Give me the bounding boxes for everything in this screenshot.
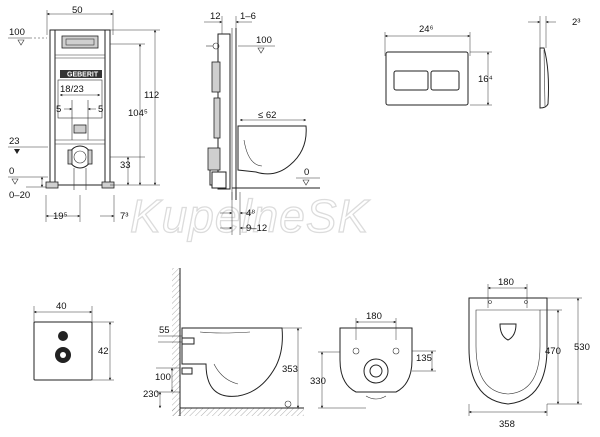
dim-level-23: 23 [9,136,20,147]
dim-top-470: 470 [545,346,561,357]
dim-bottom-7: 7³ [120,211,128,222]
watermark-text: KupelneSK [130,190,370,242]
dim-side-level-100: 100 [256,35,272,46]
dim-level-100: 100 [9,27,25,38]
wall-plate-front: 40 42 [33,301,114,381]
wc-back-view: 180 135 330 [310,311,436,409]
flush-plate-front: 24⁶ 16⁴ [384,24,493,106]
dim-wc-230: 230 [143,389,159,400]
dim-plate-width: 24⁶ [419,24,434,35]
dim-wc-55: 55 [159,325,170,336]
frame-front-view: 50 100 GEBERIT 18/23 5 5 [8,5,160,222]
wc-top-view: 180 470 530 358 [468,277,590,430]
dim-side-1-6: 1–6 [240,11,256,22]
dim-top-530: 530 [574,342,590,353]
dim-back-180: 180 [366,311,382,322]
dim-wc-100: 100 [155,372,171,383]
dim-side-12: 12 [210,11,221,22]
dim-frame-width: 50 [72,5,83,16]
dim-top-180: 180 [498,277,514,288]
dim-height-112: 112 [144,90,159,101]
dim-5-left: 5 [56,104,61,115]
frame-side-view: 12 1–6 100 0 ≤ 62 4⁸ [204,11,320,235]
dim-wc-353: 353 [282,364,298,375]
brand-label: GEBERIT [67,72,99,79]
dim-side-level-0: 0 [304,167,309,178]
dim-side-9-12: 9–12 [246,223,267,234]
dim-side-62: ≤ 62 [258,110,276,121]
dim-height-33: 33 [120,160,131,171]
dim-level-0: 0 [9,166,14,177]
dim-bottom-19: 19⁵ [53,211,68,222]
dim-plate-height: 16⁴ [478,74,493,85]
wc-side-view: 55 100 230 353 [143,268,304,416]
dim-18-23: 18/23 [60,84,84,95]
dim-wall-plate-width: 40 [56,301,67,312]
dim-plate-thickness: 2³ [572,17,580,28]
flush-plate-side: 2³ [528,16,580,109]
dim-5-right: 5 [98,104,103,115]
dim-back-330: 330 [310,376,326,387]
dim-wall-plate-height: 42 [98,346,109,357]
dim-side-4: 4⁸ [246,208,255,219]
dim-height-104: 104⁵ [128,108,148,119]
dim-top-358: 358 [499,419,515,430]
dim-range-0-20: 0–20 [9,190,30,201]
dim-back-135: 135 [416,353,432,364]
